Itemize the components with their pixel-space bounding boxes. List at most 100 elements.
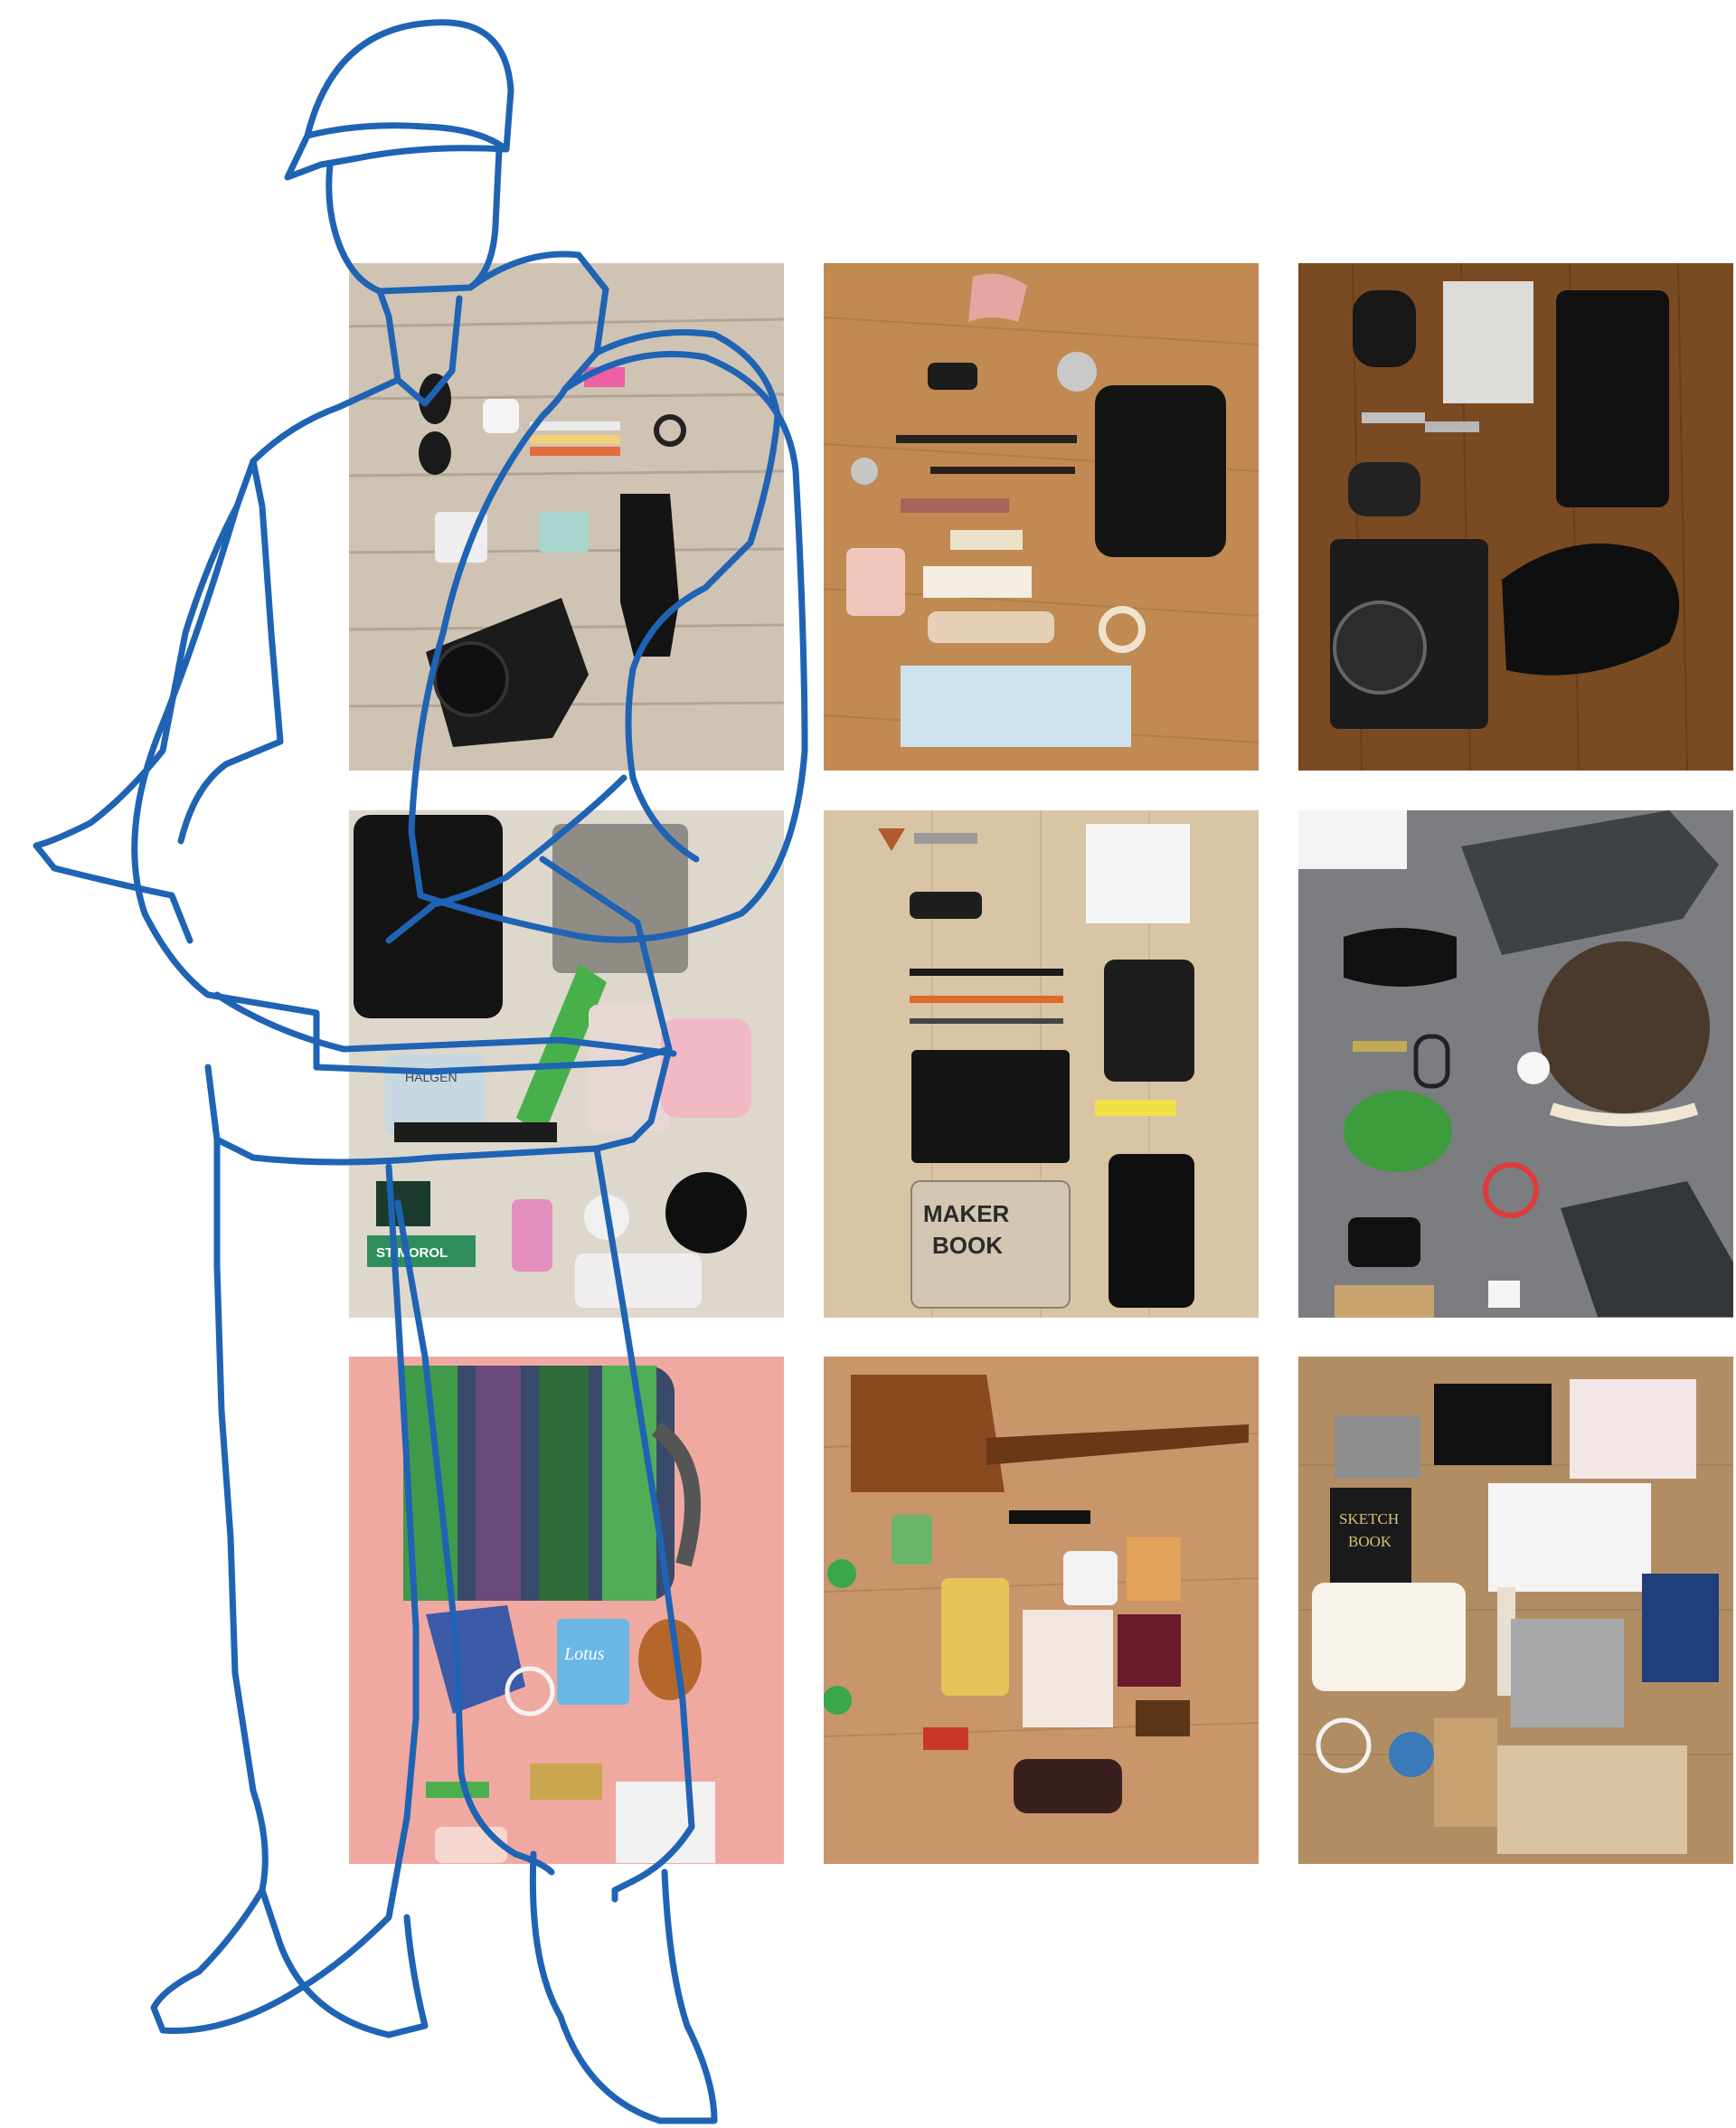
notebook (911, 1050, 1070, 1163)
phone (1109, 1154, 1194, 1308)
outline-left-arm (33, 503, 241, 944)
bracelet (665, 1172, 747, 1253)
hair-clip (968, 273, 1027, 322)
phone (1556, 290, 1669, 507)
striped-pouch (941, 1578, 1009, 1696)
gum-label: STIMOROL (376, 1245, 448, 1261)
earbuds (1517, 1052, 1550, 1084)
tissues-label: Lotus (563, 1644, 605, 1664)
photo-tile-6 (1298, 810, 1733, 1318)
sketch-book-line-2: BOOK (1348, 1533, 1392, 1550)
pink-box (661, 1018, 751, 1118)
photo-tile-8 (824, 1357, 1259, 1864)
keys (1362, 412, 1479, 432)
case (1348, 1217, 1420, 1267)
wallet (354, 815, 503, 1018)
photo-tile-9: SKETCH BOOK (1298, 1357, 1733, 1864)
outline-cap-brim (304, 122, 510, 153)
photo-tile-5: MAKER BOOK (824, 810, 1259, 1318)
earbuds-case (483, 399, 519, 433)
pill-box (589, 1005, 670, 1131)
knit-hat (1538, 941, 1710, 1113)
cow-case (1312, 1583, 1466, 1691)
lip-balm (512, 1199, 552, 1272)
mascara (394, 1122, 557, 1142)
flask (552, 824, 688, 973)
power-bank (1335, 1285, 1434, 1318)
maker-book (910, 1180, 1071, 1309)
medicine-box (616, 1782, 715, 1863)
tin-box (539, 512, 589, 553)
keyring-badge (1057, 352, 1097, 392)
keys (910, 833, 982, 919)
red-light (923, 1727, 968, 1750)
papers (1488, 1483, 1651, 1592)
bottle (1298, 810, 1407, 869)
eraser (584, 367, 625, 387)
leather-bag (851, 1375, 1005, 1492)
outline-right-foot (529, 1850, 718, 2124)
stickers (1570, 1379, 1696, 1479)
face-mask (1502, 544, 1680, 676)
sketch-book-line-1: SKETCH (1339, 1510, 1399, 1527)
gel-bottle (435, 1827, 507, 1863)
photo-tile-7: Lotus (349, 1357, 784, 1864)
markers (530, 421, 620, 456)
earbuds-case (1353, 290, 1416, 367)
wallet (1136, 1700, 1190, 1736)
car-fob (1348, 462, 1420, 516)
cable (1316, 1717, 1372, 1773)
badge (1389, 1732, 1434, 1777)
small-items (1497, 1745, 1687, 1854)
pen (896, 435, 1077, 443)
green-pouch (1344, 1091, 1452, 1172)
lipstick (901, 498, 1009, 513)
face-mask (1344, 928, 1457, 987)
maker-book-line-2: BOOK (932, 1232, 1003, 1259)
zip-bag (1127, 1537, 1181, 1601)
grey-folder (1511, 1619, 1624, 1727)
pouch (1104, 960, 1194, 1082)
car-key (928, 363, 977, 390)
glove (1561, 1181, 1733, 1317)
guitar-pick (878, 828, 905, 851)
clear-pouch (1023, 1610, 1113, 1727)
photo-tile-1 (349, 263, 784, 771)
outline-cap (284, 19, 514, 181)
blue-booklet (1642, 1574, 1719, 1682)
gel-bottle (892, 1515, 932, 1565)
grey-card (1335, 1415, 1420, 1479)
cream-tube (923, 566, 1032, 598)
card (1443, 281, 1533, 403)
phone (435, 512, 487, 563)
photo-tile-2 (824, 263, 1259, 771)
bottle (1063, 1551, 1118, 1605)
lip-balm (426, 1782, 489, 1798)
black-card (1434, 1384, 1552, 1465)
highlighter (1095, 1100, 1176, 1116)
pencils (1434, 1718, 1497, 1827)
face-mask (1014, 1759, 1122, 1813)
gloves (1461, 810, 1719, 955)
outline-left-arm-inner (177, 458, 284, 845)
passport (1118, 1614, 1181, 1687)
crochet-bag (403, 1366, 701, 1601)
hair-tie (1099, 606, 1146, 653)
bag-strap (986, 1424, 1249, 1465)
comb (1009, 1510, 1090, 1524)
wallet (1095, 385, 1226, 557)
maker-book-line-1: MAKER (923, 1200, 1010, 1227)
pencil-case (928, 611, 1054, 643)
gloves (620, 494, 679, 657)
charger (1488, 1281, 1520, 1308)
keys (530, 1764, 602, 1800)
spray-can (575, 1253, 702, 1308)
sketch-book (1330, 1488, 1411, 1592)
note (1086, 824, 1190, 923)
photo-tile-4: HALGEN STIMOROL (349, 810, 784, 1318)
red-cable (1483, 1162, 1539, 1218)
sunglasses (638, 1619, 702, 1700)
hairpins-box (846, 548, 905, 616)
deodorant (584, 1195, 629, 1240)
gel-label: HALGEN (405, 1070, 458, 1084)
